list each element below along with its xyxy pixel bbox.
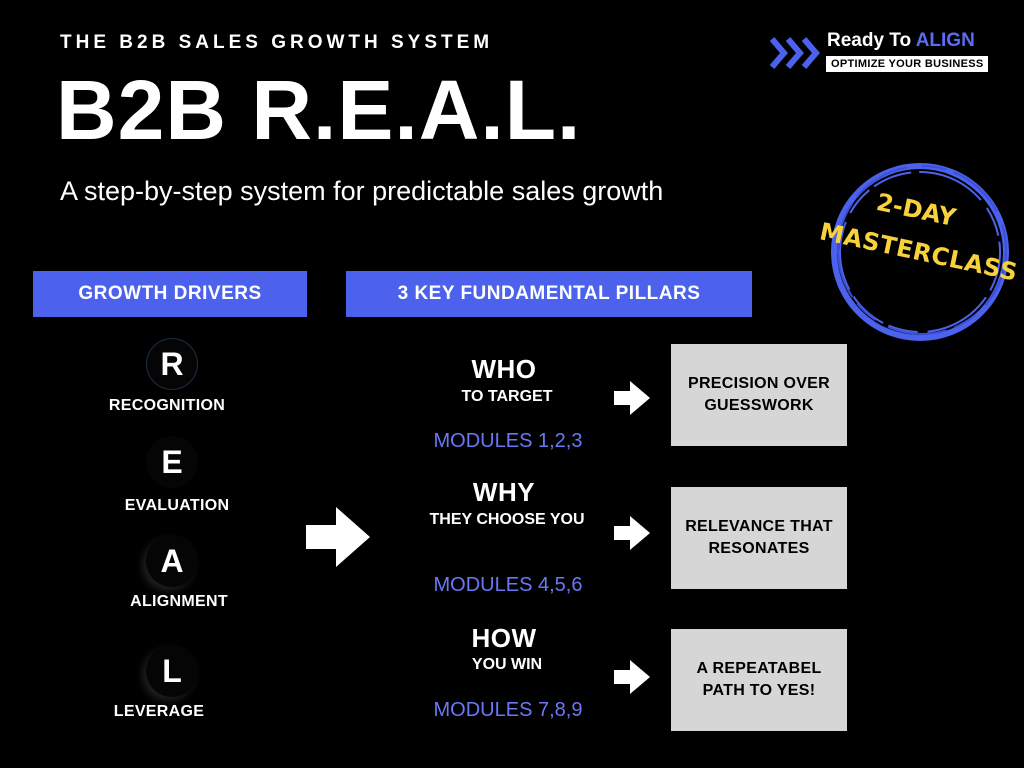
logo-name-part1: Ready To: [827, 30, 916, 51]
big-arrow-icon: [306, 507, 370, 567]
arrow-right-icon: [614, 660, 650, 694]
driver-label-alignment: ALIGNMENT: [130, 593, 228, 610]
pillar-why-result: RELEVANCE THAT RESONATES: [671, 487, 847, 589]
page-title: B2B R.E.A.L.: [56, 63, 582, 157]
driver-letter-r: R: [146, 338, 198, 390]
badge-ring: [831, 163, 1009, 341]
driver-label-leverage: LEVERAGE: [113, 703, 205, 720]
pillar-who-heading: WHO: [471, 354, 537, 384]
masterclass-badge: 2-DAY MASTERCLASS: [808, 158, 1024, 344]
arrow-right-icon: [614, 381, 650, 415]
logo-name: Ready To ALIGN: [827, 30, 975, 52]
arrow-right-icon: [614, 516, 650, 550]
pillar-how-subtitle: YOU WIN: [471, 656, 543, 673]
pillar-how-heading: HOW: [471, 623, 537, 653]
pillar-how-modules: MODULES 7,8,9: [433, 699, 583, 721]
logo-tagline: OPTIMIZE YOUR BUSINESS: [826, 56, 989, 72]
pillar-how-result: A REPEATABEL PATH TO YES!: [671, 629, 847, 731]
driver-label-recognition: RECOGNITION: [108, 397, 226, 414]
pillar-who-result: PRECISION OVER GUESSWORK: [671, 344, 847, 446]
pillar-who-subtitle: TO TARGET: [461, 388, 553, 405]
driver-letter-l: L: [146, 645, 198, 697]
growth-drivers-header: GROWTH DRIVERS: [33, 271, 307, 317]
ready-to-align-logo: Ready To ALIGN OPTIMIZE YOUR BUSINESS: [770, 30, 994, 76]
driver-label-evaluation: EVALUATION: [124, 497, 230, 514]
pillar-who-modules: MODULES 1,2,3: [433, 430, 583, 452]
logo-name-part2: ALIGN: [915, 30, 975, 51]
driver-letter-e: E: [146, 436, 198, 488]
pillar-why-heading: WHY: [472, 477, 536, 507]
page-subtitle: A step-by-step system for predictable sa…: [60, 176, 664, 206]
pillars-header: 3 KEY FUNDAMENTAL PILLARS: [346, 271, 752, 317]
pillar-why-modules: MODULES 4,5,6: [433, 574, 583, 596]
pillar-why-subtitle: THEY CHOOSE YOU: [429, 511, 585, 528]
driver-letter-a: A: [146, 535, 198, 587]
kicker-heading: THE B2B SALES GROWTH SYSTEM: [60, 32, 494, 53]
chevrons-icon: [770, 37, 820, 69]
